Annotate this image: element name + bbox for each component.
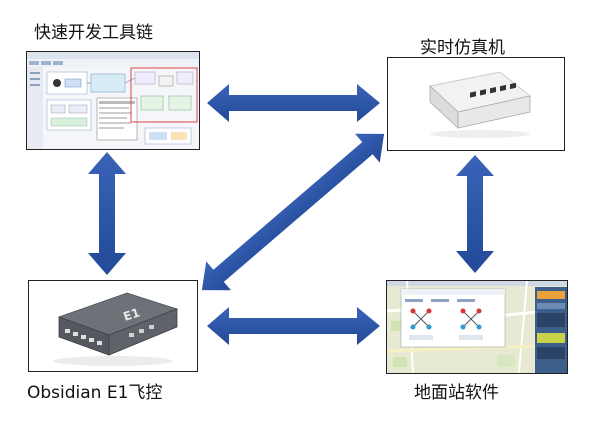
arrow-fc-groundstation <box>207 307 380 345</box>
ground-station-box <box>386 280 568 374</box>
arrow-rtsim-groundstation <box>456 155 494 273</box>
arrow-rtsim-fc <box>201 133 385 291</box>
svg-text:E1: E1 <box>122 305 142 323</box>
toolchain-box <box>26 51 200 150</box>
rt-sim-box <box>387 57 565 151</box>
simulator-device-icon <box>388 58 564 150</box>
flight-controller-label: Obsidian E1飞控 <box>27 383 163 403</box>
flight-controller-device-icon: E1 <box>29 281 197 371</box>
arrow-toolchain-rtsim <box>207 84 380 122</box>
arrow-toolchain-fc <box>88 152 126 275</box>
software-screenshot-icon <box>27 52 199 149</box>
ground-station-label: 地面站软件 <box>414 383 499 403</box>
rt-sim-label: 实时仿真机 <box>420 38 505 58</box>
flight-controller-box: E1 <box>28 280 198 372</box>
ground-station-screenshot-icon <box>387 281 567 373</box>
toolchain-label: 快速开发工具链 <box>34 23 153 43</box>
